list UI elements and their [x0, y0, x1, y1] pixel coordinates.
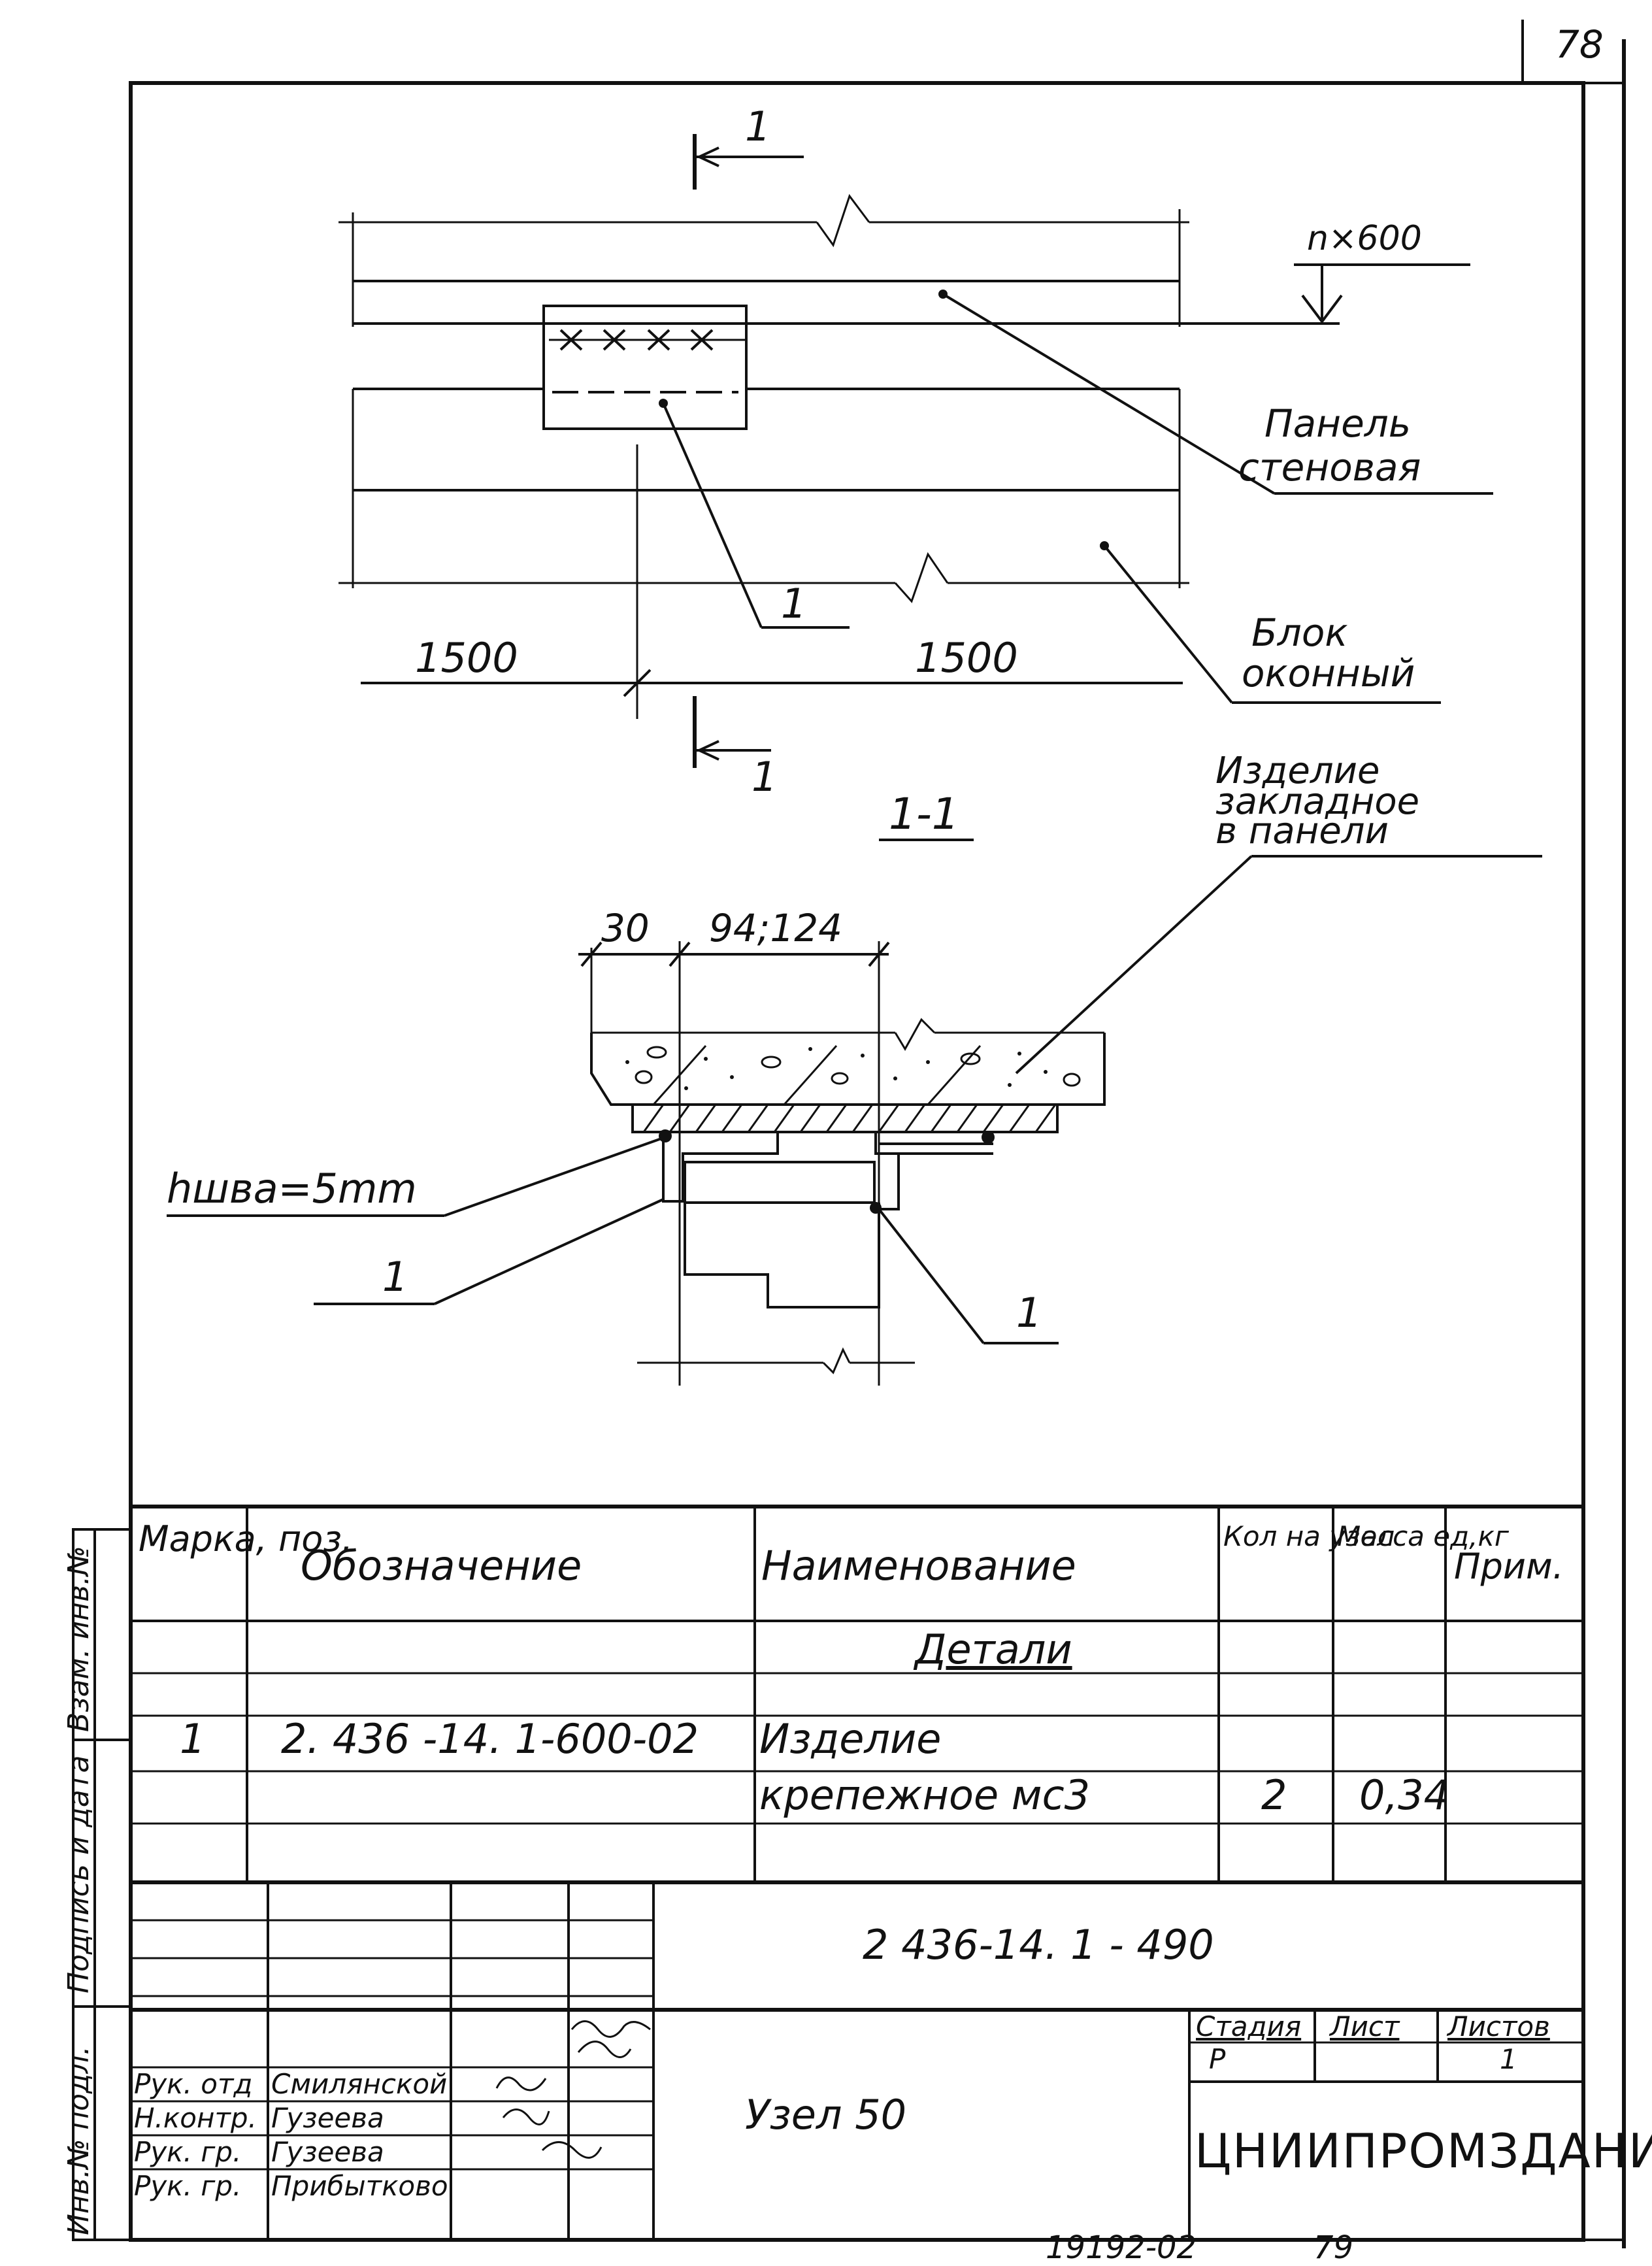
label-embedded-line2: закладное: [1215, 780, 1419, 823]
section-mark-bottom: 1: [752, 753, 777, 801]
title-block-grid: [131, 1882, 1583, 2240]
sheets-value: 1: [1500, 2043, 1517, 2075]
staff-name-3: Гузеева: [271, 2136, 384, 2168]
sheet-label: Лист: [1330, 2010, 1400, 2042]
section-title: 1-1: [889, 789, 959, 839]
stage-value: Р: [1209, 2043, 1226, 2075]
header-mass: Масса ед,кг: [1337, 1520, 1509, 1552]
label-block-line2: оконный: [1242, 651, 1415, 695]
label-panel-line2: стеновая: [1238, 445, 1421, 490]
staff-name-1: Смилянской: [271, 2068, 448, 2100]
section-mark-top: 1: [745, 103, 770, 150]
stamp-inv-orig: Инв.№ подл.: [62, 2046, 95, 2235]
section-position-1-right: 1: [1016, 1289, 1042, 1337]
staff-name-4: Прибытково: [271, 2170, 448, 2202]
header-designation: Обозначение: [301, 1542, 582, 1590]
staff-name-2: Гузеева: [271, 2102, 384, 2134]
stamp-signature-date: Подпись и дата: [62, 1756, 95, 1993]
bottom-code: 19192-02: [1046, 2229, 1197, 2266]
section-view: 1-1 Изделие закладное в панели 30 94;124: [167, 750, 1542, 1386]
row1-mark: 1: [180, 1715, 206, 1763]
row2-mass: 0,34: [1359, 1771, 1450, 1819]
dim-1500-right: 1500: [915, 634, 1018, 682]
label-panel-line1: Панель: [1264, 401, 1411, 446]
sheet-frame: [129, 81, 1585, 2242]
staff-role-1: Рук. отд: [134, 2068, 253, 2100]
section-heading-details: Детали: [915, 1625, 1072, 1673]
label-embedded-line3: в панели: [1215, 810, 1389, 852]
header-qty: Кол на узел: [1223, 1520, 1395, 1552]
row2-qty: 2: [1261, 1771, 1287, 1819]
dim-94-124: 94;124: [709, 906, 842, 950]
row1-designation: 2. 436 -14. 1-600-02: [281, 1715, 699, 1763]
plan-position-1: 1: [781, 580, 806, 627]
dim-30: 30: [601, 906, 650, 950]
stage-label: Стадия: [1196, 2010, 1302, 2042]
header-mark-pos: Марка, поз.: [139, 1518, 354, 1559]
staff-role-4: Рук. гр.: [134, 2170, 242, 2202]
page-number: 78: [1555, 22, 1604, 67]
label-embedded-line1: Изделие: [1215, 750, 1379, 792]
weld-size-note: hшва=5mm: [167, 1165, 417, 1212]
header-name: Наименование: [761, 1542, 1076, 1590]
label-block-line1: Блок: [1251, 610, 1347, 655]
sheets-label: Листов: [1447, 2010, 1550, 2042]
staff-role-3: Рук. гр.: [134, 2136, 242, 2168]
dim-1500-left: 1500: [415, 634, 518, 682]
header-note: Прим.: [1454, 1546, 1564, 1587]
organization-name: ЦНИИПРОМЗДАНИЙ: [1195, 2124, 1652, 2178]
bottom-number: 79: [1313, 2229, 1354, 2266]
staff-role-2: Н.контр.: [134, 2102, 257, 2134]
document-code: 2 436-14. 1 - 490: [863, 1921, 1214, 1969]
row1-name: Изделие: [759, 1715, 942, 1763]
section-position-1-left: 1: [382, 1253, 408, 1301]
dim-n-600: n×600: [1307, 219, 1422, 258]
handwritten-signatures: [495, 2020, 651, 2159]
drawing-title: Узел 50: [745, 2091, 907, 2139]
stamp-replacement-inv: Взам. инв.№: [62, 1546, 95, 1732]
spec-table-grid: [131, 1505, 1583, 1884]
side-stamp-grid: [72, 1528, 132, 2241]
row2-name: крепежное мс3: [759, 1771, 1091, 1819]
plan-view: 1 n×600: [339, 103, 1493, 801]
